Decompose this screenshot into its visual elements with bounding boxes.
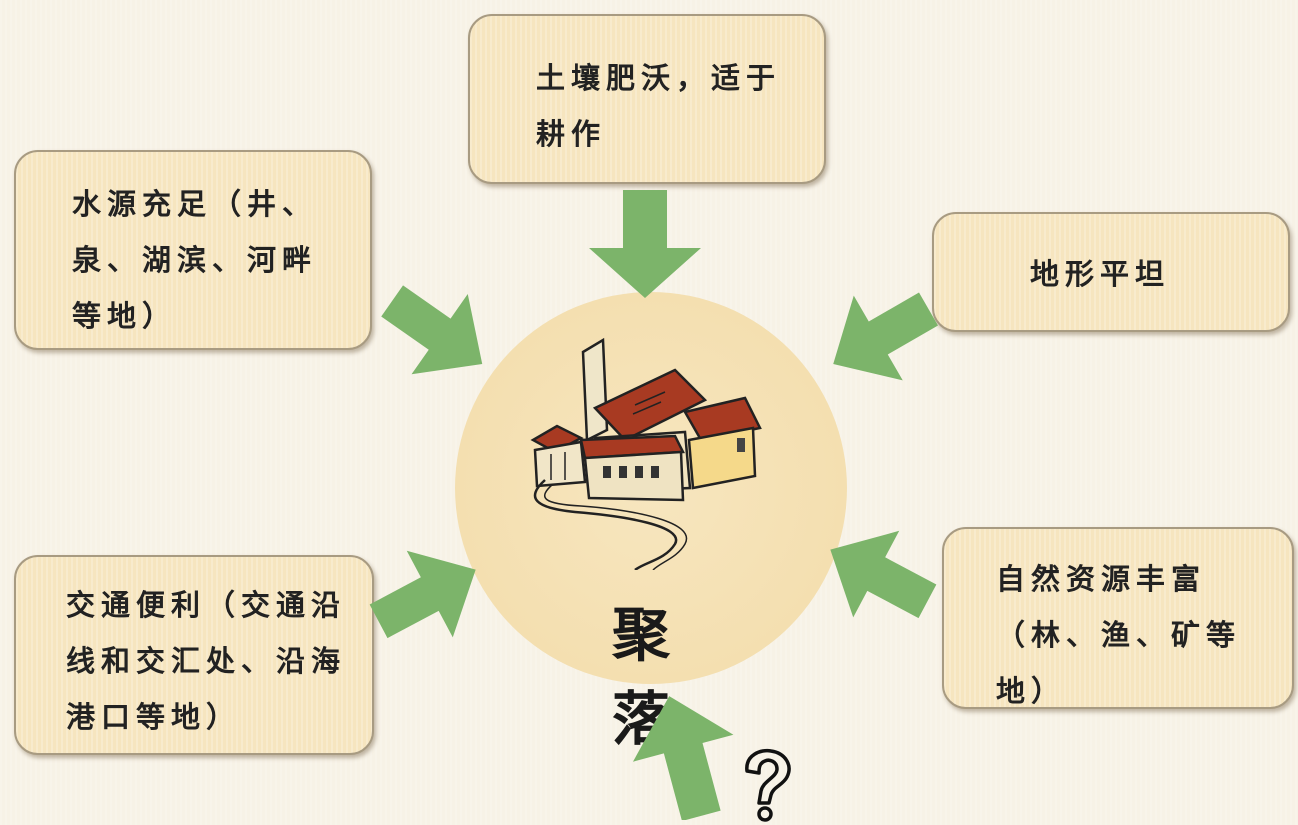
arrow-from-terrain [833, 292, 938, 381]
settlement-house-illustration [530, 337, 762, 570]
arrow-from-soil [589, 190, 701, 298]
arrow-from-transport [369, 550, 476, 639]
factor-box-transport: 交通便利（交通沿线和交汇处、沿海港口等地） [14, 555, 374, 755]
factor-box-soil: 土壤肥沃，适于耕作 [468, 14, 826, 184]
factor-text-terrain: 地形平坦 [1030, 257, 1171, 291]
factor-text-soil: 土壤肥沃，适于耕作 [536, 61, 782, 151]
factor-box-terrain: 地形平坦 [932, 212, 1290, 332]
factor-box-resources: 自然资源丰富（林、渔、矿等地） [942, 527, 1294, 709]
factor-box-water: 水源充足（井、泉、湖滨、河畔等地） [14, 150, 372, 350]
factor-text-transport: 交通便利（交通沿线和交汇处、沿海港口等地） [66, 588, 347, 734]
factor-text-water: 水源充足（井、泉、湖滨、河畔等地） [72, 187, 318, 333]
factor-text-resources: 自然资源丰富（林、渔、矿等地） [996, 562, 1242, 708]
question-mark-icon [745, 748, 791, 822]
arrow-from-water [381, 285, 483, 375]
arrow-from-resources [830, 530, 937, 619]
arrow-from-unknown [632, 696, 734, 820]
